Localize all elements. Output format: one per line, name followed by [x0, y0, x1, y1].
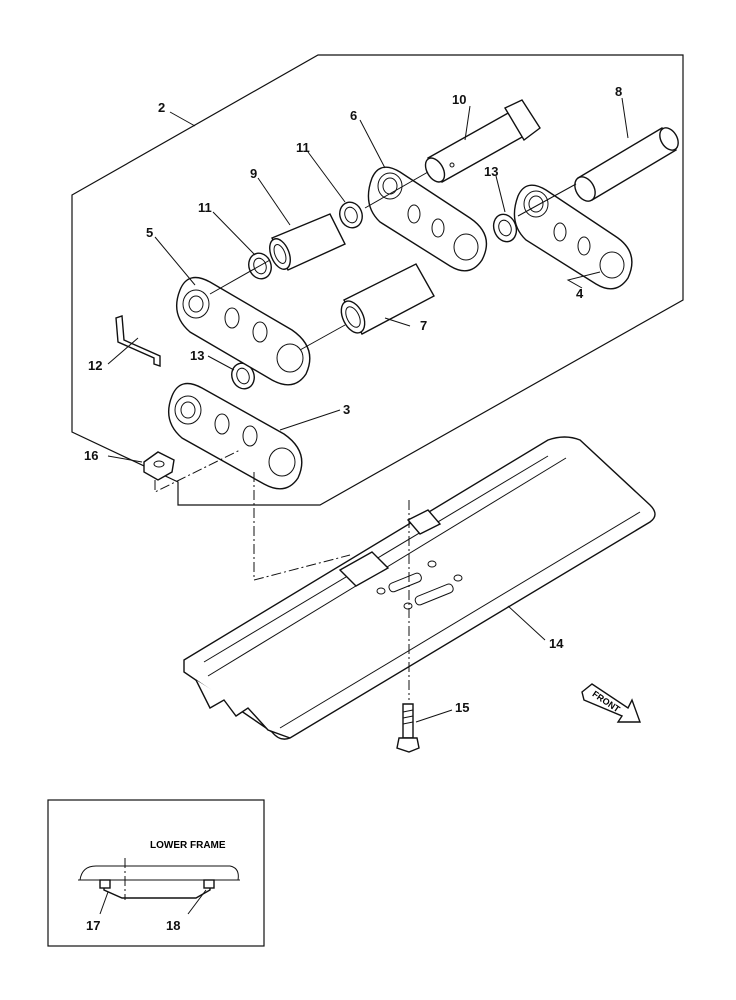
callout-18: 18: [166, 918, 180, 933]
track-shoe-14: [183, 436, 656, 740]
callout-4: 4: [576, 286, 584, 301]
spring-pin-12: [115, 315, 161, 367]
inset-title: LOWER FRAME: [150, 840, 226, 851]
assembly-line-pin10: [364, 171, 429, 209]
callout-13-lower: 13: [190, 348, 204, 363]
front-direction-arrow: FRONT: [581, 683, 641, 723]
callout-9: 9: [250, 166, 257, 181]
master-pin: [424, 99, 541, 183]
callout-12: 12: [88, 358, 102, 373]
callout-15: 15: [455, 700, 469, 715]
assembly-line-pin8: [517, 183, 577, 217]
callout-17: 17: [86, 918, 100, 933]
callout-7: 7: [420, 318, 427, 333]
link-5: [176, 276, 311, 386]
link-4: [513, 184, 633, 290]
seal-11-upper: [339, 201, 363, 229]
nut-16: [143, 451, 175, 481]
callout-2: 2: [158, 100, 165, 115]
centerline-link: [253, 472, 351, 581]
seal-13-upper: [492, 213, 518, 243]
leader-lines: [107, 97, 629, 723]
seal-13-lower: [231, 362, 255, 390]
assembly-boundary: [71, 54, 684, 506]
callout-14: 14: [549, 636, 564, 651]
callout-5: 5: [146, 225, 153, 240]
track-pin: [574, 127, 679, 202]
link-3: [168, 382, 303, 490]
link-6: [367, 166, 488, 272]
callout-10: 10: [452, 92, 466, 107]
bolt-15: [396, 703, 420, 753]
callout-16: 16: [84, 448, 98, 463]
callout-3: 3: [343, 402, 350, 417]
callout-13-upper: 13: [484, 164, 498, 179]
callout-6: 6: [350, 108, 357, 123]
callout-8: 8: [615, 84, 622, 99]
callout-11-lower: 11: [198, 200, 212, 215]
centerline-nut: [154, 449, 241, 493]
assembly-line-bushing7: [299, 324, 346, 351]
callout-11-upper: 11: [296, 140, 310, 155]
bushing-9: [269, 213, 346, 271]
lower-frame-inset: LOWER FRAME 17 18: [47, 799, 265, 947]
assembly-line-bushing9: [209, 259, 271, 295]
bushing-7: [340, 263, 435, 335]
